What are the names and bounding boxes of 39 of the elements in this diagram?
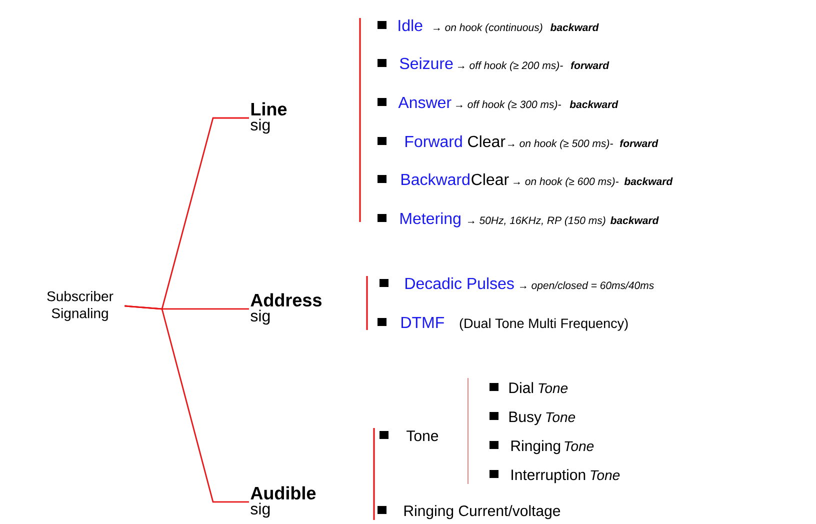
signal-description: → 50Hz, 16KHz, RP (150 ms) (468, 216, 606, 226)
category-label: Subscriber Signaling (47, 290, 114, 321)
tone-name: Dial (509, 382, 534, 394)
signal-name: Clear (472, 173, 509, 186)
direction-label: backward (570, 100, 618, 108)
signal-name: Clear (468, 135, 506, 148)
category-label: Address sig (250, 293, 322, 325)
signal-description: (Dual Tone Multi Frequency) (460, 318, 628, 331)
signal-description: → open/closed = 60ms/40ms (520, 281, 654, 292)
signal-description: → on hook (≥ 500 ms)- (508, 139, 613, 150)
tone-name: Tone (546, 412, 576, 422)
signal-description: → on hook (≥ 600 ms)- (514, 177, 619, 188)
tone-name: Interruption (512, 469, 586, 484)
direction-label: backward (610, 216, 659, 224)
tone-name: Tone (590, 470, 620, 480)
category-label: Line sig (250, 102, 287, 134)
signal-description: → on hook (continuous) (434, 23, 542, 34)
signal-name: Backward (402, 173, 470, 186)
signal-name: Decadic Pulses (406, 277, 514, 290)
signal-name: Answer (398, 96, 452, 108)
signal-name: DTMF (402, 316, 444, 328)
direction-label: forward (620, 139, 658, 148)
tone-name: Tone (564, 441, 594, 452)
category-label: Audible sig (250, 486, 316, 518)
tone-name: Ringing Current/voltage (404, 505, 560, 520)
signal-name: Forward (406, 135, 462, 148)
signal-name: Seizure (400, 57, 453, 70)
signal-description: → off hook (≥ 200 ms)- (458, 61, 563, 72)
direction-label: backward (624, 177, 673, 186)
tone-name: Tone (406, 430, 438, 442)
tone-name: Busy (509, 412, 542, 426)
signal-name: Idle (398, 19, 422, 32)
direction-label: forward (570, 61, 610, 70)
direction-label: backward (550, 23, 599, 32)
tone-name: Tone (538, 383, 568, 394)
tone-name: Ringing (511, 440, 560, 454)
signal-name: Metering (400, 212, 460, 228)
signal-description: → off hook (≥ 300 ms)- (456, 100, 561, 110)
connector-line (124, 305, 249, 503)
